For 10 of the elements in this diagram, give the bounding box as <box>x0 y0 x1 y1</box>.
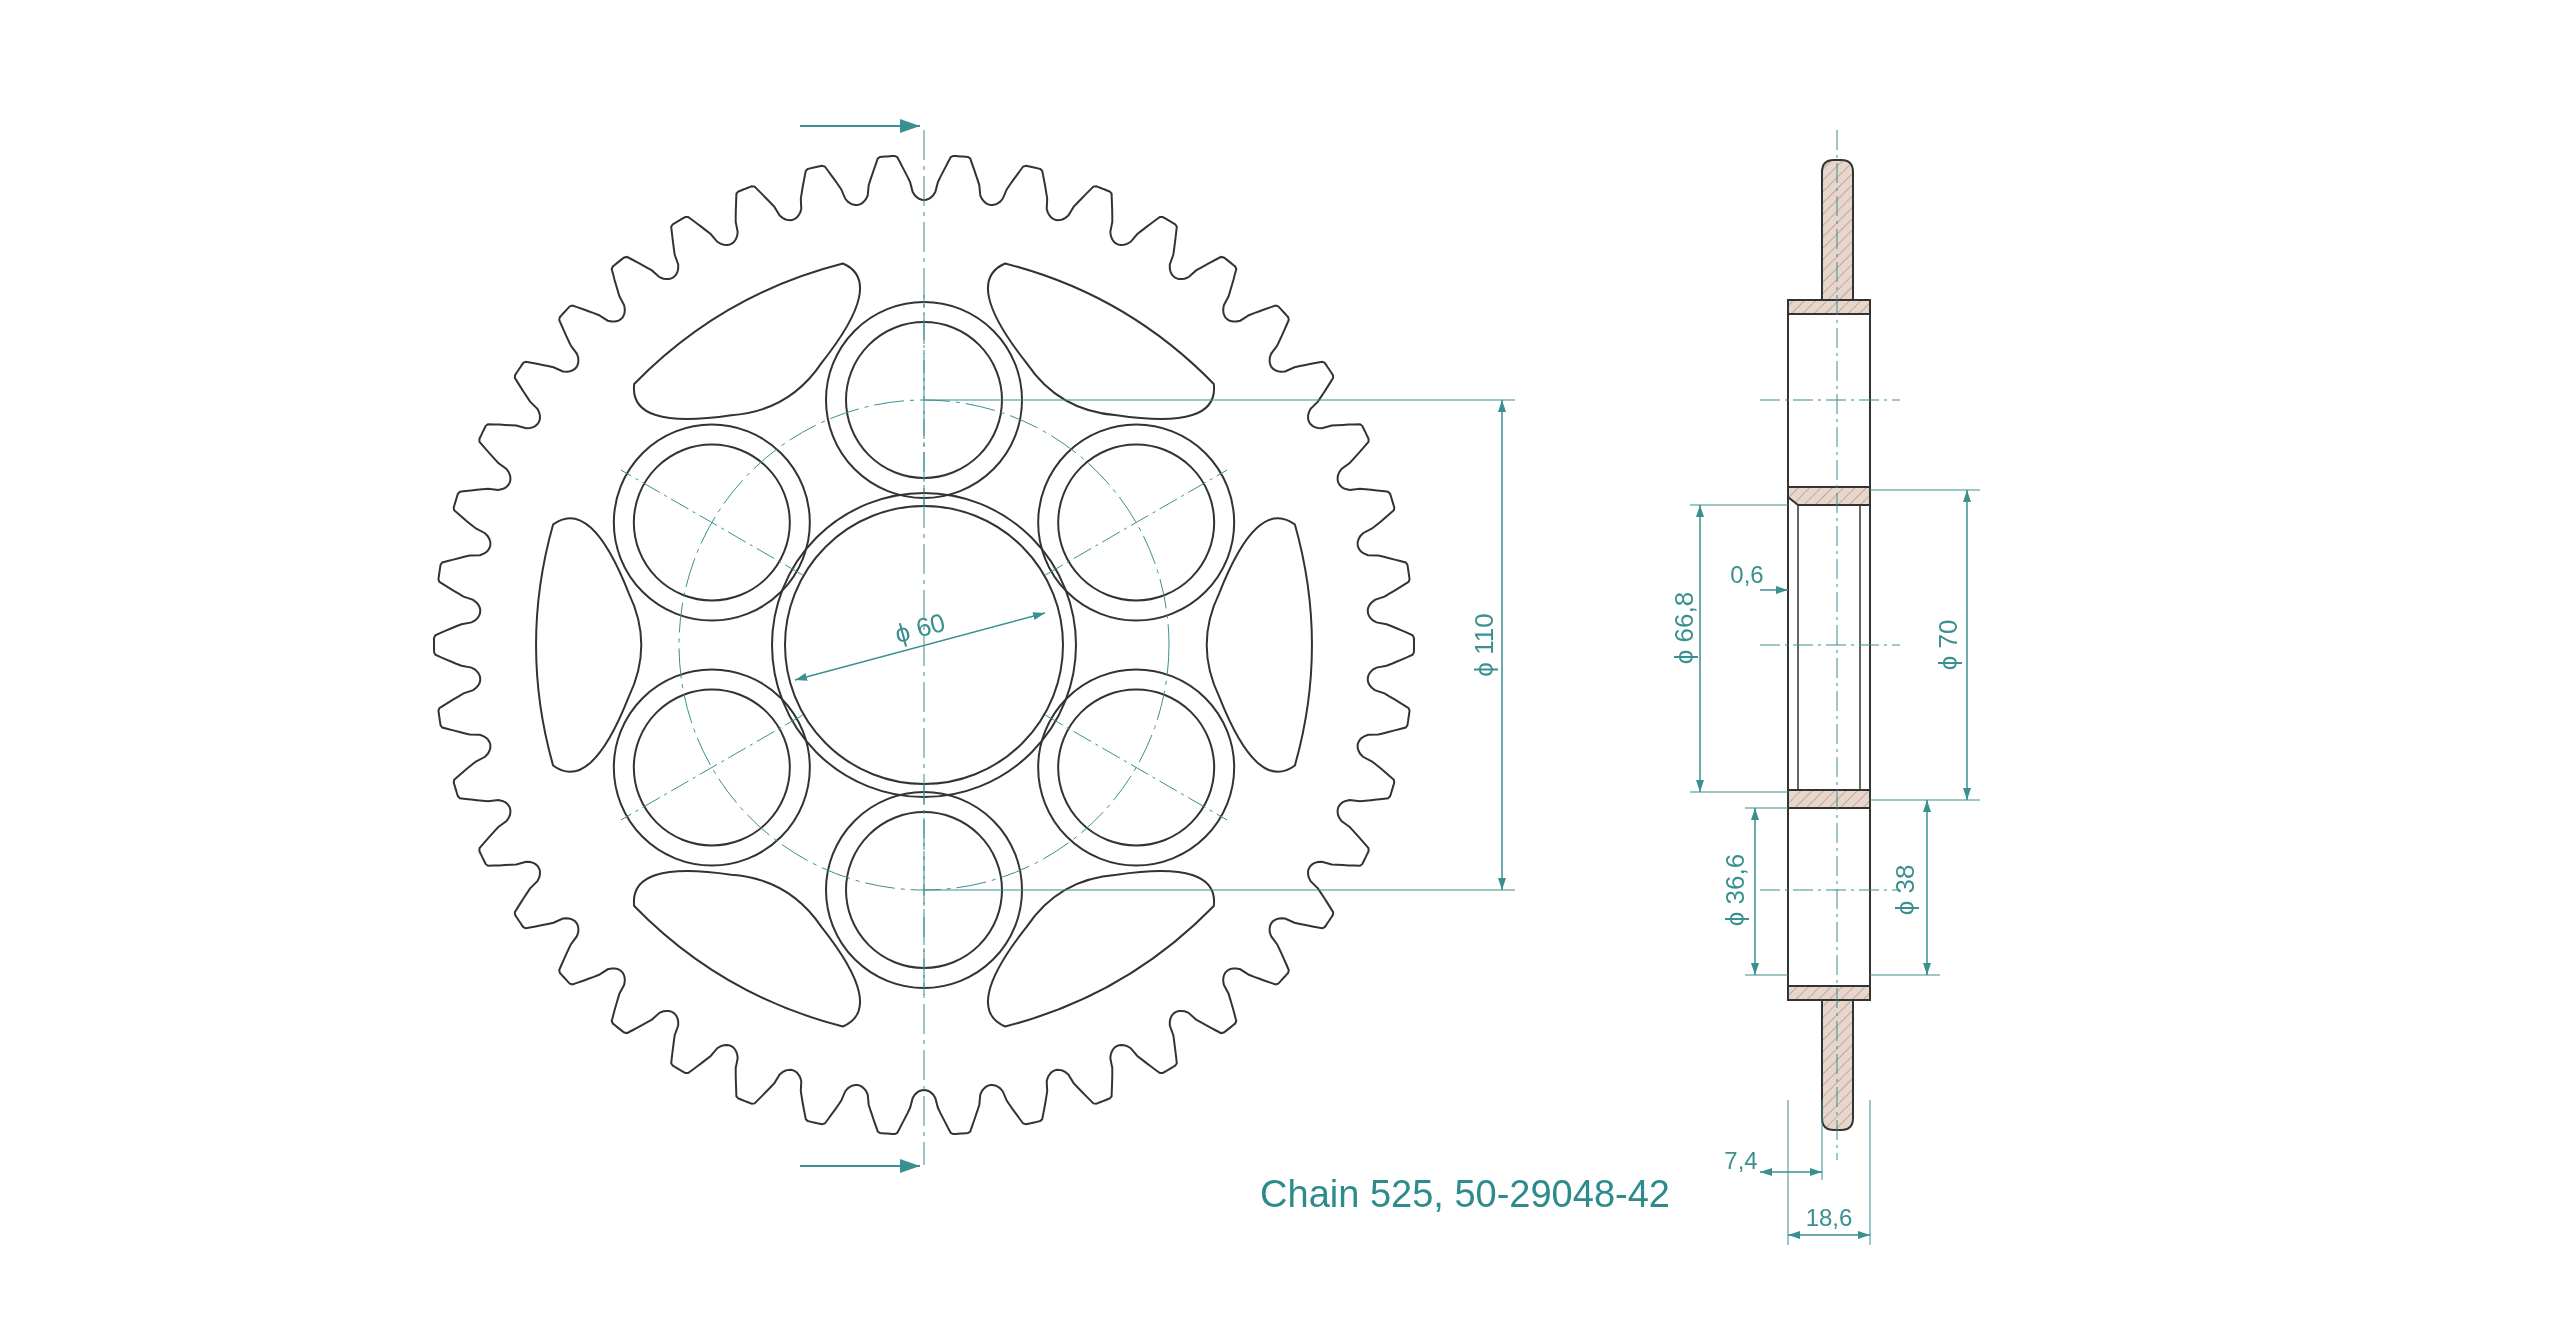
part-caption: Chain 525, 50-29048-42 <box>1260 1175 1670 1213</box>
dimension-label: 18,6 <box>1805 1206 1853 1230</box>
dimension-label: 7,4 <box>1724 1149 1758 1173</box>
dimension-label: ϕ 70 <box>1935 619 1961 671</box>
dimension-label: ϕ 110 <box>1471 613 1497 677</box>
dimension-label: 0,6 <box>1730 563 1764 587</box>
dimension-label: ϕ 38 <box>1892 864 1918 916</box>
dimension-label: ϕ 36,6 <box>1722 853 1748 927</box>
dimension-label: ϕ 66,8 <box>1671 591 1697 665</box>
dimension-label: ϕ 60 <box>892 608 948 648</box>
